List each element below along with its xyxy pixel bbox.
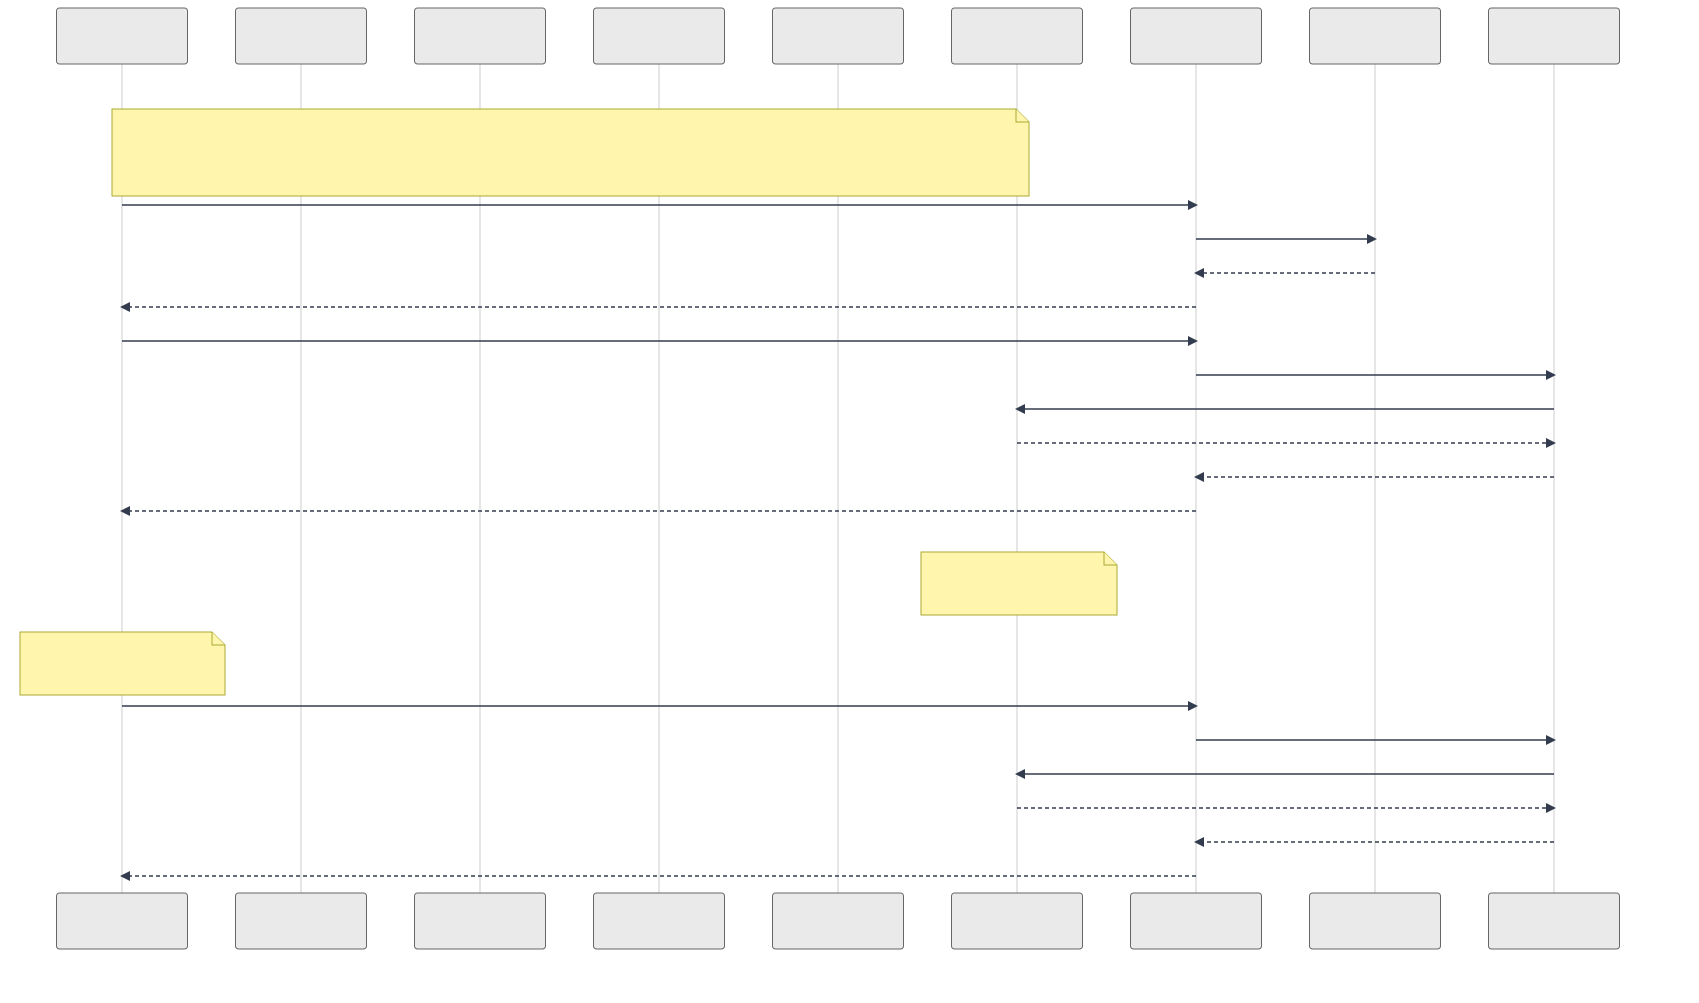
arrowhead-icon [1015,404,1025,414]
arrowhead-icon [1194,268,1204,278]
actor-box [772,892,904,950]
actor-p7-top [1130,7,1262,65]
notes [19,108,1118,696]
actor-box [235,892,367,950]
actors-bottom [56,892,1620,950]
arrowhead-icon [1188,336,1198,346]
actor-box [772,7,904,65]
arrowhead-icon [1194,472,1204,482]
arrowhead-icon [1015,769,1025,779]
actor-box [56,892,188,950]
message-8 [1017,438,1556,448]
note-fold [1103,552,1117,566]
actor-p7-bottom [1130,892,1262,950]
message-3 [1194,268,1375,278]
message-14 [1017,803,1556,813]
actor-box [1488,7,1620,65]
message-11 [122,701,1198,711]
message-1 [122,200,1198,210]
arrowhead-icon [1194,837,1204,847]
message-5 [122,336,1198,346]
message-4 [120,302,1196,312]
arrowhead-icon [1188,200,1198,210]
actor-p2-bottom [235,892,367,950]
actor-p3-top [414,7,546,65]
actor-p8-top [1309,7,1441,65]
note-1 [111,108,1030,197]
arrowhead-icon [120,506,130,516]
messages [120,200,1556,881]
actor-box [593,7,725,65]
message-13 [1015,769,1554,779]
arrowhead-icon [1546,803,1556,813]
note-box [111,108,1030,197]
actor-box [1309,7,1441,65]
arrowhead-icon [1546,438,1556,448]
note-box [920,551,1118,616]
actor-box [414,7,546,65]
actors-top [56,7,1620,65]
actor-box [1488,892,1620,950]
message-9 [1194,472,1554,482]
actor-p1-top [56,7,188,65]
actor-p4-bottom [593,892,725,950]
actor-box [56,7,188,65]
message-16 [120,871,1196,881]
actor-p3-bottom [414,892,546,950]
actor-box [951,7,1083,65]
message-10 [120,506,1196,516]
arrowhead-icon [120,871,130,881]
actor-p9-bottom [1488,892,1620,950]
actor-box [1130,892,1262,950]
arrowhead-icon [1188,701,1198,711]
note-box [19,631,226,696]
message-12 [1196,735,1556,745]
actor-box [414,892,546,950]
note-fold [1015,109,1029,123]
actor-box [235,7,367,65]
arrowhead-icon [1546,735,1556,745]
actor-p2-top [235,7,367,65]
note-fold [211,632,225,646]
actor-p8-bottom [1309,892,1441,950]
actor-p4-top [593,7,725,65]
actor-p6-bottom [951,892,1083,950]
message-6 [1196,370,1556,380]
actor-box [1130,7,1262,65]
actor-p1-bottom [56,892,188,950]
arrowhead-icon [120,302,130,312]
lifelines [121,64,1555,893]
actor-box [593,892,725,950]
message-15 [1194,837,1554,847]
note-3 [19,631,226,696]
message-7 [1015,404,1554,414]
actor-box [951,892,1083,950]
actor-p9-top [1488,7,1620,65]
note-2 [920,551,1118,616]
actor-p5-bottom [772,892,904,950]
message-2 [1196,234,1377,244]
actor-p6-top [951,7,1083,65]
actor-box [1309,892,1441,950]
arrowhead-icon [1367,234,1377,244]
actor-p5-top [772,7,904,65]
arrowhead-icon [1546,370,1556,380]
